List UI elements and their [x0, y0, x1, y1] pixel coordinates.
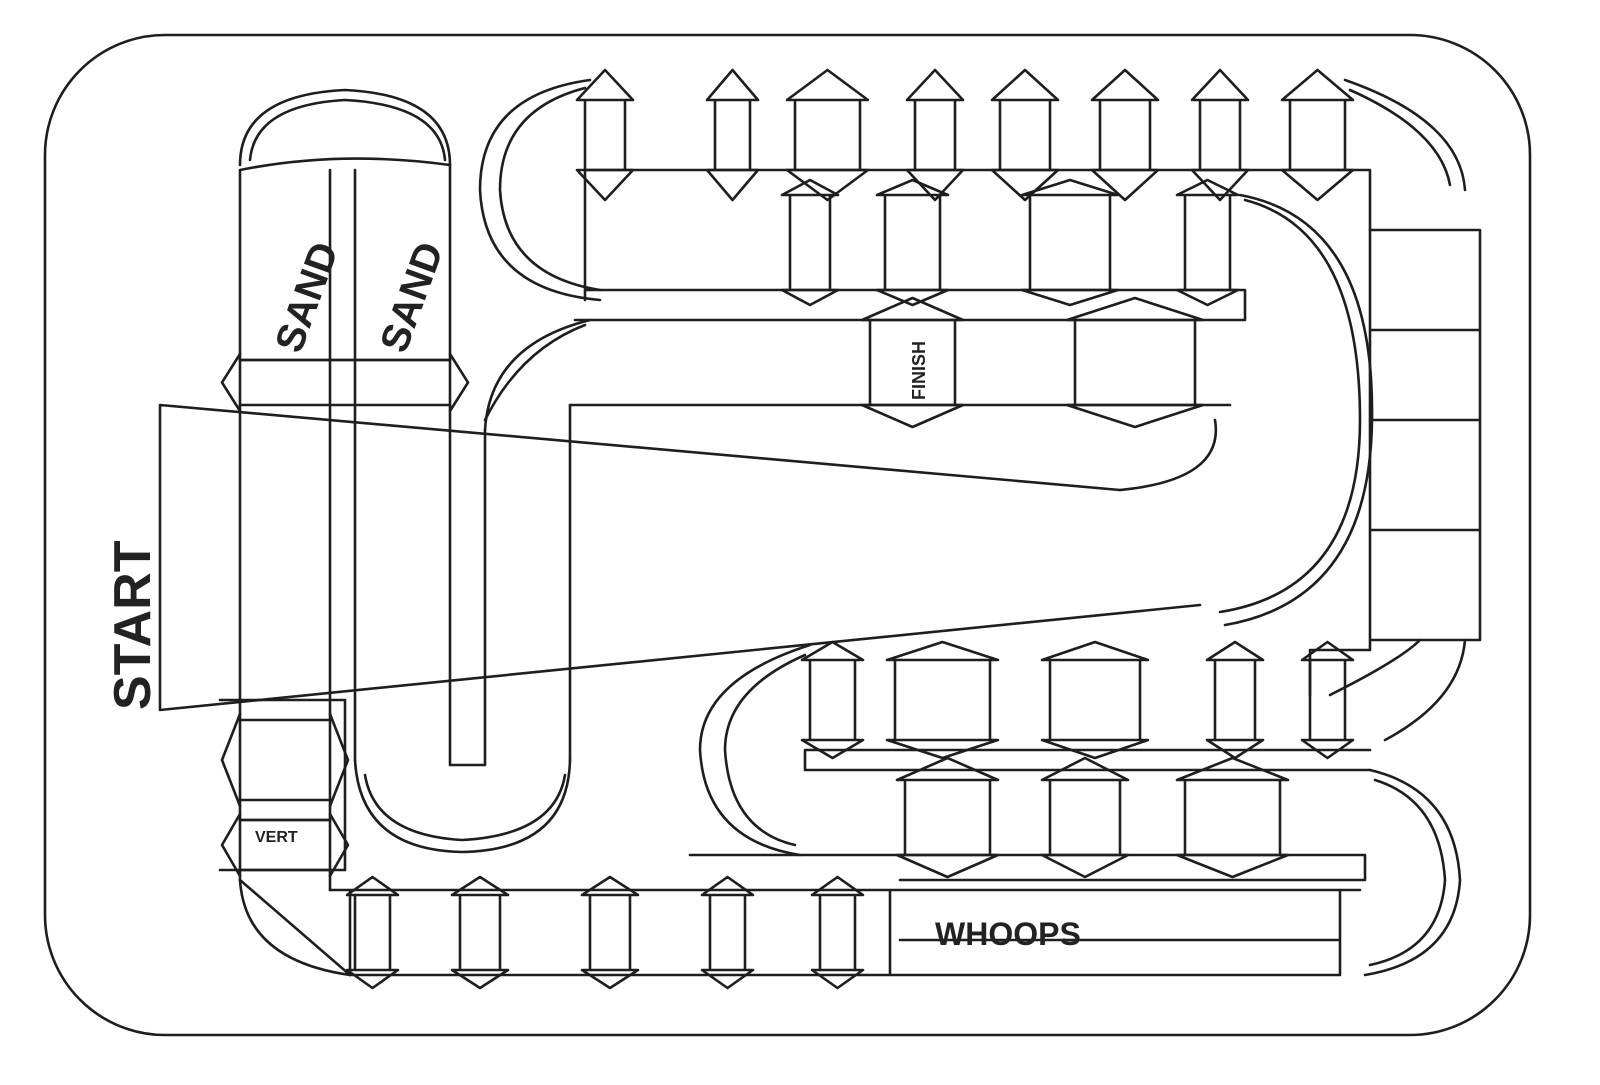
- inner-straights: [568, 168, 1372, 407]
- label-sand-1: SAND: [267, 237, 347, 359]
- jump: [580, 875, 640, 990]
- jump: [1040, 756, 1130, 879]
- jump: [800, 640, 865, 760]
- bottom-left-corner: [238, 878, 352, 977]
- jump: [895, 756, 1000, 879]
- lower-left-berm: [698, 643, 812, 857]
- jump: [875, 178, 950, 307]
- lower-straights: [328, 748, 1372, 977]
- jump: [1065, 296, 1205, 429]
- label-finish: FINISH: [909, 341, 929, 400]
- jump: [705, 68, 760, 202]
- track-lines: [158, 78, 1482, 977]
- jump: [905, 68, 965, 202]
- jump: [220, 712, 350, 808]
- far-right-berm: [1363, 768, 1462, 977]
- right-u-turn: [1118, 193, 1374, 627]
- jump: [220, 812, 350, 878]
- jump: [1280, 68, 1355, 202]
- jump: [700, 875, 755, 990]
- mid-left-berm: [483, 318, 592, 432]
- start-gate: [158, 403, 1202, 712]
- jump: [1175, 178, 1240, 307]
- jump: [780, 178, 840, 307]
- label-vert: VERT: [255, 829, 298, 846]
- jump: [1020, 178, 1120, 307]
- lane-lines: [238, 358, 572, 892]
- jump: [575, 68, 635, 202]
- bottom-right-berm: [1328, 638, 1467, 742]
- jump: [450, 875, 510, 990]
- jump: [1300, 640, 1355, 760]
- sand-berm: [238, 88, 452, 167]
- track-boundary: [43, 33, 1532, 1037]
- jump: [1175, 756, 1290, 879]
- jump: [1190, 68, 1250, 202]
- top-left-berm: [478, 78, 602, 302]
- jump: [220, 352, 470, 413]
- jump: [885, 640, 1000, 760]
- jump: [1040, 640, 1150, 760]
- jump: [810, 875, 865, 990]
- sand-section: [238, 157, 452, 362]
- label-start: START: [104, 540, 162, 710]
- jump: [1090, 68, 1160, 202]
- label-whoops: WHOOPS: [935, 916, 1081, 952]
- top-right-berm: [1343, 78, 1467, 192]
- jump: [345, 875, 400, 990]
- jump: [990, 68, 1060, 202]
- jump: [785, 68, 870, 202]
- jump: [860, 296, 965, 429]
- label-sand-2: SAND: [372, 237, 452, 359]
- right-column: [1308, 228, 1482, 697]
- jump: [1205, 640, 1265, 760]
- bottom-u-turn: [353, 758, 572, 854]
- jumps: [220, 68, 1355, 990]
